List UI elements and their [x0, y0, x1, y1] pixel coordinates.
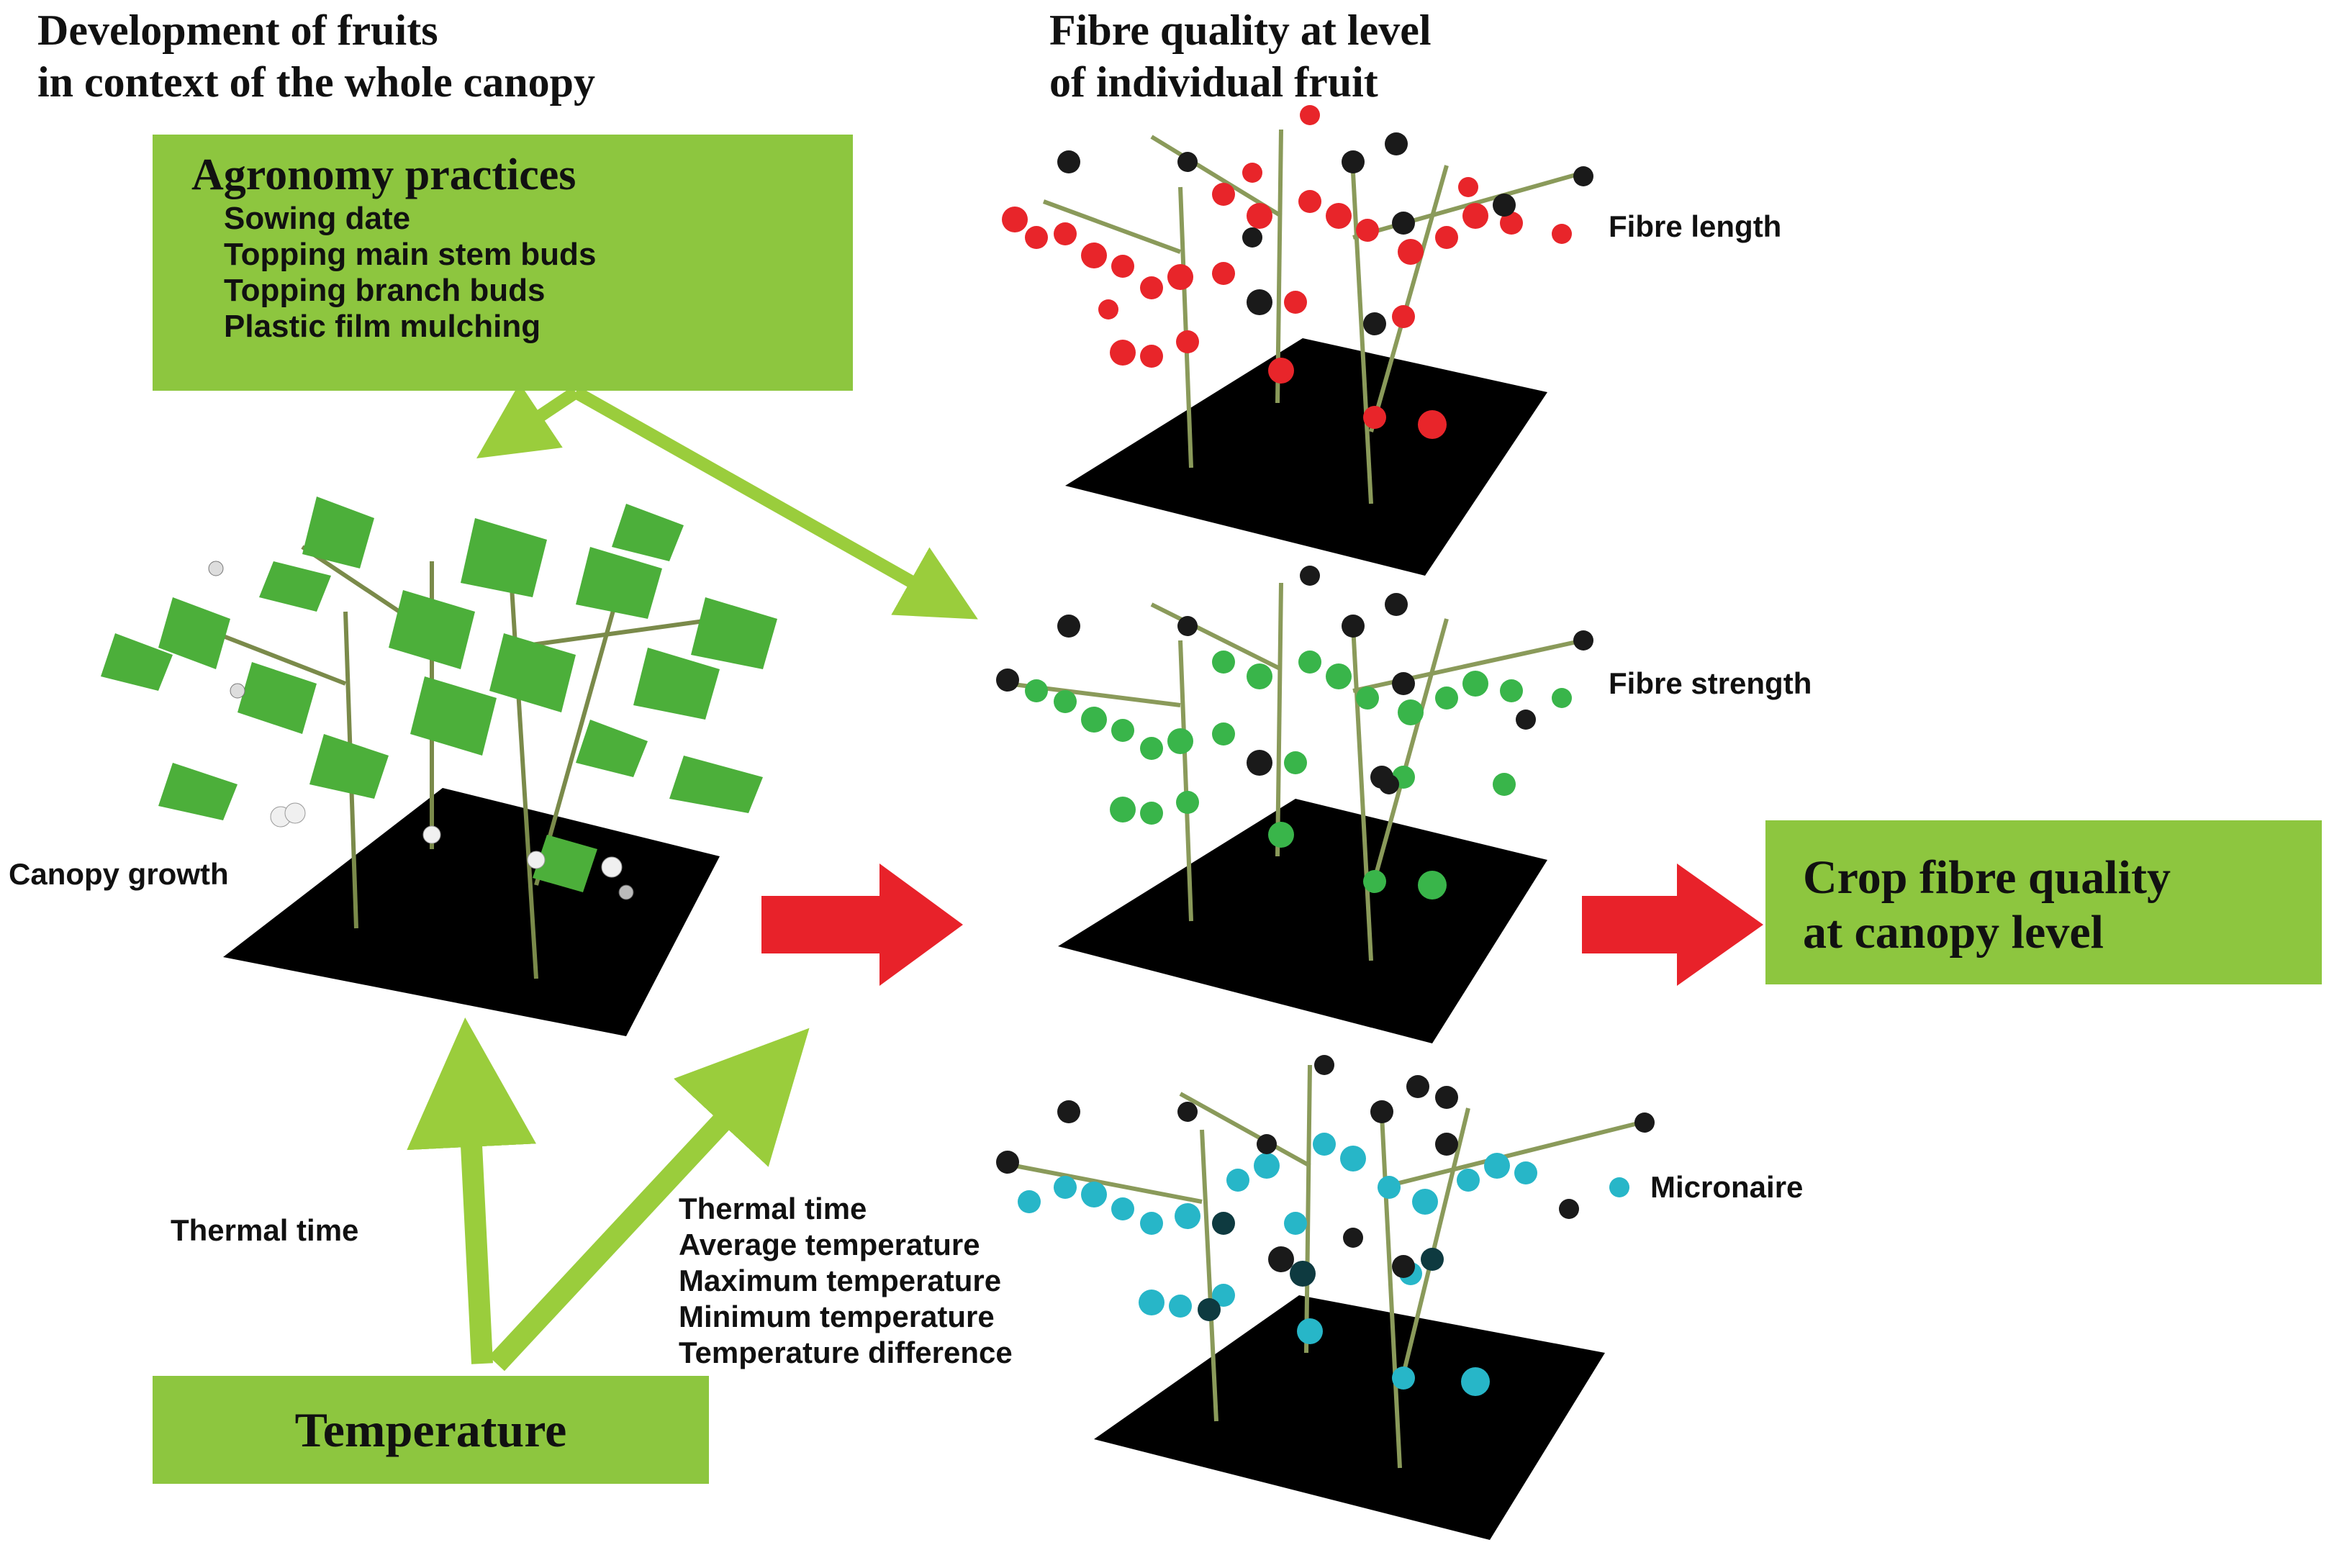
fibre-strength-ground	[1058, 799, 1547, 1043]
agronomy-practices-list: Sowing date Topping main stem buds Toppi…	[191, 201, 831, 345]
fruit-heading: Fibre quality at level of individual fru…	[1049, 4, 1432, 108]
agronomy-to-fruit-arrow	[572, 386, 978, 620]
fibre-length-ground	[1065, 338, 1547, 576]
agronomy-item-topping-main-stem: Topping main stem buds	[224, 237, 597, 272]
temperature-to-fruit-arrow	[489, 1028, 810, 1372]
micronaire-plant	[996, 1055, 1655, 1540]
canopy-to-fruit-red-arrow	[761, 864, 963, 986]
micronaire-ground	[1094, 1295, 1605, 1540]
fruit-to-crop-red-arrow	[1582, 864, 1763, 986]
temperature-factor-difference: Temperature difference	[679, 1336, 1013, 1369]
canopy-ground-square	[223, 788, 720, 1036]
temperature-to-canopy-arrow	[407, 1018, 537, 1364]
agronomy-practices-title: Agronomy practices	[191, 150, 576, 199]
agronomy-item-topping-branch: Topping branch buds	[224, 273, 546, 308]
thermal-time-label: Thermal time	[171, 1213, 359, 1247]
temperature-factors-list: Thermal time Average temperature Maximum…	[679, 1191, 1013, 1371]
temperature-factor-minimum: Minimum temperature	[679, 1300, 995, 1333]
canopy-bolls	[208, 561, 634, 900]
fruit-heading-line-2: of individual fruit	[1049, 58, 1378, 106]
canopy-plant-illustration	[101, 497, 777, 1036]
crop-fibre-quality-box: Crop fibre quality at canopy level	[1765, 820, 2322, 984]
temperature-factor-average: Average temperature	[679, 1228, 980, 1261]
temperature-arrows	[407, 1018, 810, 1372]
agronomy-arrows	[476, 383, 978, 620]
temperature-factor-thermal-time: Thermal time	[679, 1192, 867, 1225]
temperature-factor-maximum: Maximum temperature	[679, 1264, 1002, 1297]
temperature-box: Temperature	[153, 1376, 709, 1484]
fibre-strength-plant	[996, 566, 1593, 1043]
canopy-heading-line-1: Development of fruits	[37, 6, 438, 54]
fruit-heading-line-1: Fibre quality at level	[1049, 6, 1432, 54]
temperature-title: Temperature	[294, 1402, 567, 1457]
fibre-strength-label: Fibre strength	[1609, 666, 1812, 700]
crop-fibre-quality-line-2: at canopy level	[1803, 906, 2104, 959]
fibre-length-label: Fibre length	[1609, 209, 1782, 243]
canopy-heading-line-2: in context of the whole canopy	[37, 58, 595, 106]
agronomy-item-sowing-date: Sowing date	[224, 201, 411, 236]
canopy-leaves	[101, 497, 777, 892]
canopy-heading: Development of fruits in context of the …	[37, 4, 595, 108]
agronomy-item-plastic-mulching: Plastic film mulching	[224, 309, 541, 344]
canopy-growth-label: Canopy growth	[9, 857, 229, 891]
agronomy-to-canopy-arrow	[476, 383, 579, 458]
crop-fibre-quality-line-1: Crop fibre quality	[1803, 851, 2171, 904]
agronomy-practices-box: Agronomy practices Sowing date Topping m…	[153, 135, 853, 391]
fibre-length-plant	[1002, 105, 1593, 576]
micronaire-label: Micronaire	[1650, 1170, 1804, 1204]
